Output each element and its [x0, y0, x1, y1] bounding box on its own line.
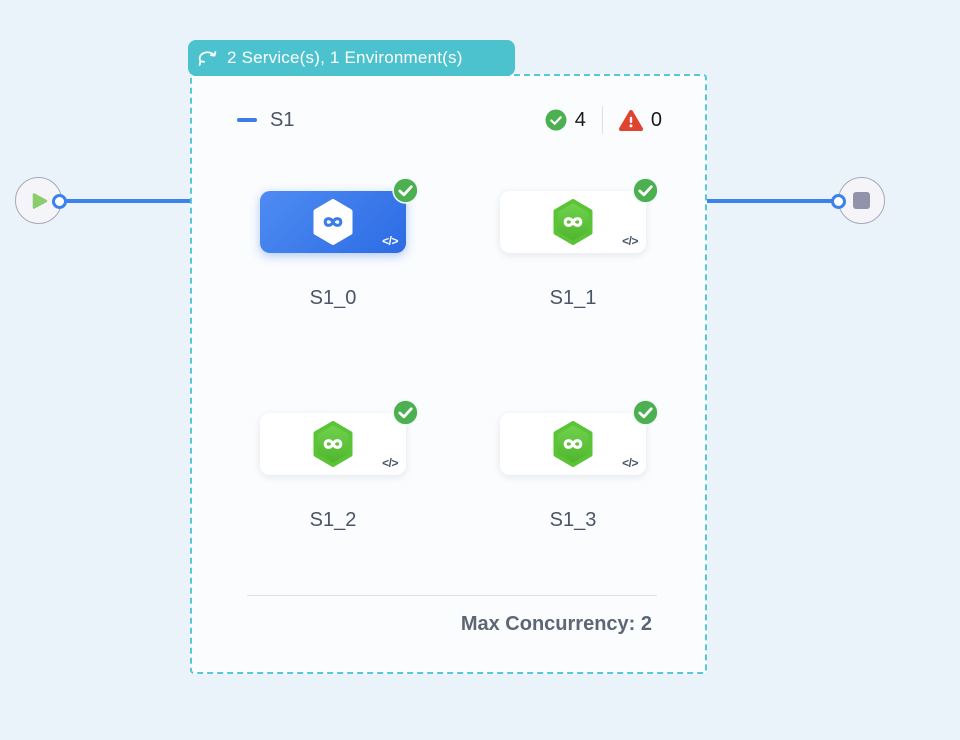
- collapse-icon[interactable]: [237, 118, 257, 122]
- status-success-icon: [632, 399, 659, 426]
- app-hexagon-icon: [553, 199, 593, 245]
- connector-port-right: [831, 193, 846, 209]
- environment-badge-label: 2 Service(s), 1 Environment(s): [227, 48, 463, 67]
- service-card-s1-1[interactable]: </>: [500, 177, 659, 253]
- sync-icon: [197, 48, 218, 69]
- group-header: S1 4 0: [237, 103, 662, 137]
- group-title: S1: [270, 108, 295, 131]
- code-icon: </>: [382, 456, 398, 470]
- warning-status-icon: [618, 109, 643, 132]
- max-concurrency-label: Max Concurrency: 2: [460, 613, 652, 635]
- code-icon: </>: [382, 234, 398, 248]
- status-success-icon: [392, 399, 419, 426]
- connector-line-left: [60, 199, 191, 203]
- status-success-icon: [392, 177, 419, 204]
- success-status-icon: [545, 109, 567, 131]
- service-name: S1_0: [309, 287, 357, 309]
- app-hexagon-icon: [313, 421, 353, 467]
- status-success-icon: [632, 177, 659, 204]
- connector-line-right: [707, 199, 835, 203]
- code-icon: </>: [622, 456, 638, 470]
- success-count: 4: [574, 108, 586, 131]
- service-card-s1-3[interactable]: </>: [500, 399, 659, 475]
- stop-icon: [853, 192, 870, 209]
- service-name: S1_2: [309, 509, 357, 531]
- environment-group[interactable]: S1 4 0: [190, 74, 707, 674]
- play-icon: [30, 192, 48, 210]
- service-name: S1_1: [549, 287, 597, 309]
- environment-badge[interactable]: 2 Service(s), 1 Environment(s): [188, 40, 515, 76]
- footer-divider: [247, 595, 657, 596]
- warning-count: 0: [650, 108, 662, 131]
- app-hexagon-icon: [553, 421, 593, 467]
- connector-port-left: [52, 193, 67, 209]
- service-card-s1-0[interactable]: </>: [260, 177, 419, 253]
- service-name: S1_3: [549, 509, 597, 531]
- service-card-s1-2[interactable]: </>: [260, 399, 419, 475]
- app-hexagon-icon: [313, 199, 353, 245]
- code-icon: </>: [622, 234, 638, 248]
- count-divider: [601, 106, 603, 134]
